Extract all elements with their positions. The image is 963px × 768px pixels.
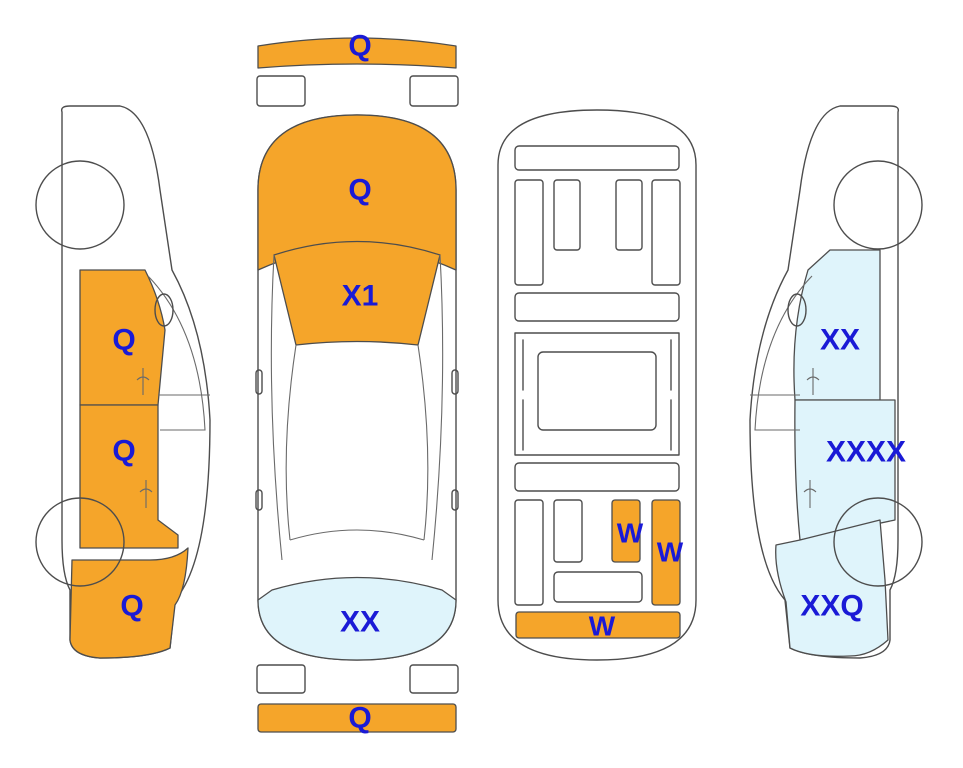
right-door-handle <box>451 489 459 511</box>
floor-seat-mid-label: W <box>617 518 644 549</box>
floor-body-outline <box>497 109 697 661</box>
roof-left-line <box>285 344 297 541</box>
right-rear-quarter[interactable] <box>775 519 889 657</box>
floor-seat-right[interactable] <box>651 499 681 606</box>
floor-seat-mid[interactable] <box>611 499 641 563</box>
left-handle-front <box>136 368 150 395</box>
right-a-pillar <box>431 254 444 561</box>
roof-rear-line <box>289 529 425 541</box>
left-door-handle <box>255 489 263 511</box>
front-bumper-shape[interactable] <box>257 37 457 69</box>
right-side-view: XX XXXX XXQ <box>749 105 923 659</box>
floor-panel-r3 <box>553 571 643 603</box>
floor-panel-f3 <box>615 179 643 251</box>
floor-center-box <box>537 351 657 431</box>
right-rear-quarter-label: XXQ <box>800 590 863 623</box>
floor-front-bar <box>514 145 680 171</box>
floor-cross-bar-1 <box>514 292 680 322</box>
rear-bumper-label: Q <box>348 702 371 735</box>
front-bumper[interactable]: Q <box>257 30 457 69</box>
right-front-wheel <box>833 160 923 250</box>
floor-view: W W W <box>497 109 697 661</box>
left-rear-quarter-label: Q <box>120 590 143 623</box>
left-front-door-label: Q <box>112 324 135 357</box>
right-rear-door[interactable] <box>794 399 896 541</box>
left-side-view: Q Q Q <box>35 105 211 659</box>
front-left-headlight <box>256 75 306 107</box>
right-rear-door-label: XXXX <box>826 436 906 469</box>
left-rear-wheel <box>35 497 125 587</box>
floor-panel-fl <box>514 179 544 286</box>
floor-rear-panel[interactable] <box>515 611 681 639</box>
left-mirror-side <box>154 293 174 327</box>
floor-panel-fr <box>651 179 681 286</box>
right-window-line <box>754 275 813 431</box>
right-side-body-outline <box>749 105 900 659</box>
left-mirror <box>255 369 263 395</box>
floor-seat-right-label: W <box>657 537 684 568</box>
right-handle-front <box>806 368 820 395</box>
rear-bumper[interactable]: Q <box>257 702 457 735</box>
floor-panel-f2 <box>553 179 581 251</box>
windshield-label: X1 <box>342 280 379 313</box>
rear-bumper-shape[interactable] <box>257 703 457 733</box>
left-front-door[interactable] <box>79 269 166 406</box>
top-view: Q X1 XX <box>255 114 459 661</box>
left-a-pillar <box>270 254 283 561</box>
floor-panel-r2 <box>553 499 583 563</box>
left-rear-door-label: Q <box>112 435 135 468</box>
left-rear-door[interactable] <box>79 404 179 549</box>
left-window-line <box>147 275 206 431</box>
right-front-door-label: XX <box>820 324 860 357</box>
rear-left-taillight <box>256 664 306 694</box>
left-rear-quarter[interactable] <box>69 547 189 659</box>
right-mirror <box>451 369 459 395</box>
floor-center-frame <box>514 332 680 456</box>
rear-right-taillight <box>409 664 459 694</box>
right-handle-rear <box>803 480 817 508</box>
floor-rear-panel-label: W <box>589 611 616 642</box>
left-front-wheel <box>35 160 125 250</box>
floor-panel-rl <box>514 499 544 606</box>
rear-window-label: XX <box>340 606 380 639</box>
left-handle-rear <box>139 480 153 508</box>
floor-cross-bar-2 <box>514 462 680 492</box>
front-right-headlight <box>409 75 459 107</box>
front-bumper-label: Q <box>348 30 371 63</box>
right-rear-wheel <box>833 497 923 587</box>
roof-right-line <box>417 344 429 541</box>
right-mirror-side <box>787 293 807 327</box>
rear-window-panel[interactable] <box>257 576 457 661</box>
hood-label: Q <box>348 174 371 207</box>
